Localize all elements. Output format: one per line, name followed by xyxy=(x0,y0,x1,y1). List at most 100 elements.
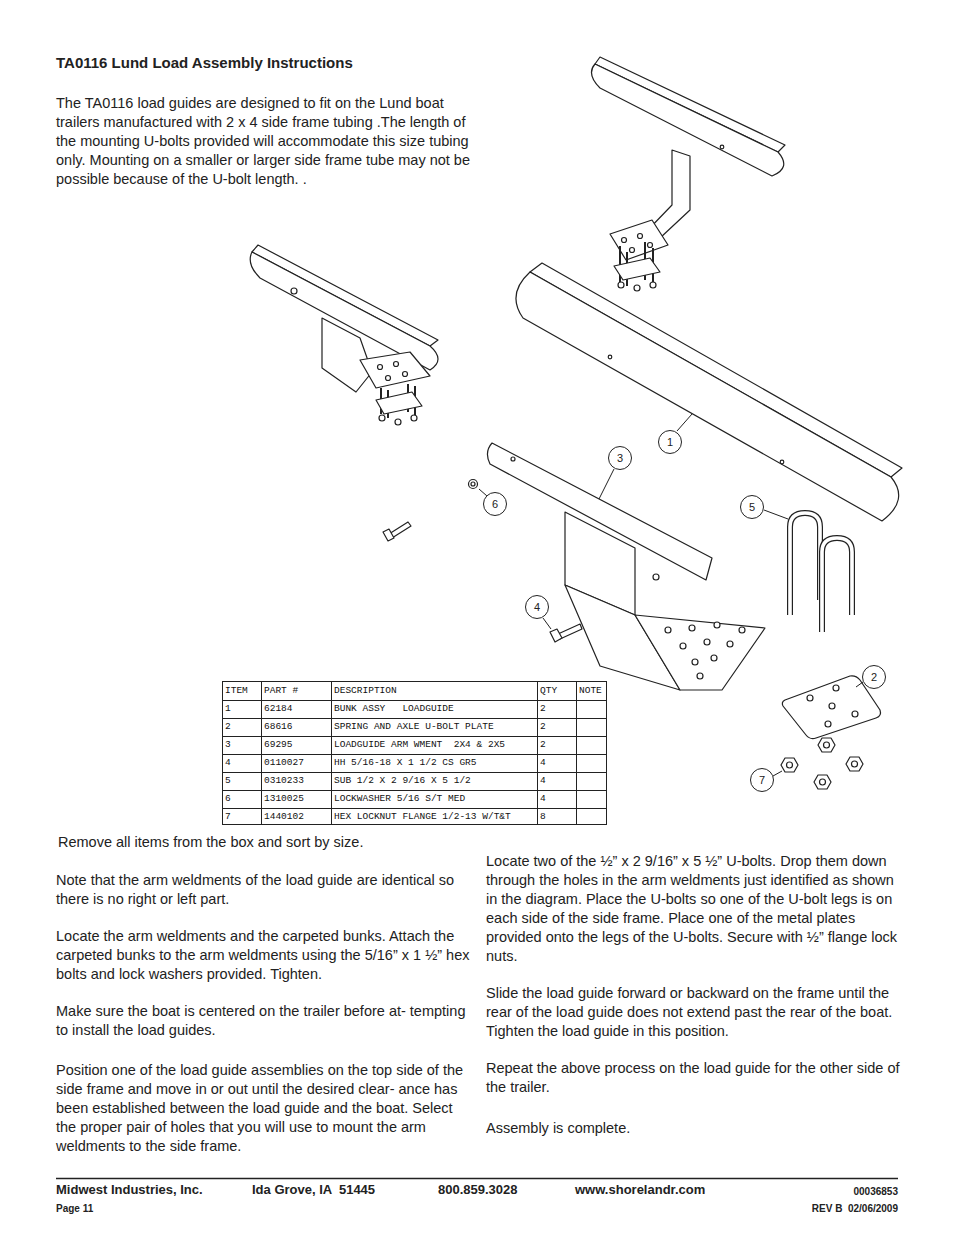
table-cell: 8 xyxy=(540,811,546,823)
hole xyxy=(386,376,391,381)
instruction-text: Assembly is complete. xyxy=(486,1119,901,1138)
arm-foot xyxy=(360,352,430,388)
nut xyxy=(395,419,401,425)
bolt-hole xyxy=(608,355,612,359)
footer-address: Ida Grove, IA 51445 xyxy=(252,1182,375,1198)
callout-circle: 4 xyxy=(525,595,549,619)
callout-circle: 3 xyxy=(608,446,632,470)
table-cell: HH 5/16-18 X 1 1/2 CS GR5 xyxy=(334,757,477,769)
table-cell: 2 xyxy=(540,721,546,733)
bolt-hole xyxy=(780,460,784,464)
nut xyxy=(634,285,640,291)
table-cell: HEX LOCKNUT FLANGE 1/2-13 W/T&T xyxy=(334,811,511,823)
table-cell: 4 xyxy=(540,793,546,805)
table-cell: 0110027 xyxy=(264,757,304,769)
table-cell: 1 xyxy=(225,703,231,715)
bolt-hole xyxy=(720,145,724,149)
assembled-guide-left xyxy=(250,245,438,425)
hole xyxy=(630,248,635,253)
callout-number: 6 xyxy=(492,498,498,510)
instruction-text: Make sure the boat is centered on the tr… xyxy=(56,1002,471,1040)
footer-url: www.shorelandr.com xyxy=(575,1182,705,1198)
arm-foot xyxy=(635,615,765,690)
arm-foot xyxy=(610,220,668,260)
hole xyxy=(394,362,399,367)
instruction-text: Remove all items from the box and sort b… xyxy=(58,833,473,852)
revision-date: REV B 02/06/2009 xyxy=(698,1202,898,1215)
arm-web xyxy=(322,318,372,392)
page-number: Page 11 xyxy=(56,1202,93,1215)
hex-bolts xyxy=(383,522,582,642)
callout-number: 3 xyxy=(617,452,623,464)
instruction-text: Locate two of the ½” x 2 9/16” x 5 ½” U-… xyxy=(486,852,901,966)
instruction-text: Locate the arm weldments and the carpete… xyxy=(56,927,471,984)
callout-circle: 5 xyxy=(740,495,764,519)
instruction-text: Repeat the above process on the load gui… xyxy=(486,1059,901,1097)
table-cell: 0310233 xyxy=(264,775,304,787)
table-cell: 5 xyxy=(225,775,231,787)
u-bolt-plate xyxy=(614,258,660,280)
instruction-text: Slide the load guide forward or backward… xyxy=(486,984,901,1041)
bunk-top xyxy=(530,263,902,477)
hole xyxy=(403,372,408,377)
callout-number: 4 xyxy=(534,601,540,613)
parts-table-grid xyxy=(223,682,607,825)
table-header: QTY xyxy=(540,685,557,697)
arm-weldment-exploded xyxy=(487,443,765,690)
hole xyxy=(648,243,653,248)
page-title: TA0116 Lund Load Assembly Instructions xyxy=(56,53,353,72)
lock-nuts xyxy=(781,738,863,789)
callout-circle: 2 xyxy=(862,665,886,689)
table-cell: 68616 xyxy=(264,721,293,733)
table-header: NOTE xyxy=(579,685,602,697)
table-cell: BUNK ASSY LOADGUIDE xyxy=(334,703,454,715)
table-cell: 62184 xyxy=(264,703,293,715)
bunk-face xyxy=(516,272,899,521)
table-header: ITEM xyxy=(225,685,248,697)
intro-paragraph: The TA0116 load guides are designed to f… xyxy=(56,94,471,189)
bunk-top xyxy=(595,57,785,152)
table-cell: 69295 xyxy=(264,739,293,751)
callout-number: 2 xyxy=(871,671,877,683)
hole xyxy=(638,234,643,239)
table-cell: 4 xyxy=(540,757,546,769)
u-bolts xyxy=(790,513,852,632)
table-cell: 2 xyxy=(225,721,231,733)
table-cell: 3 xyxy=(225,739,231,751)
callout-circle: 6 xyxy=(483,492,507,516)
footer-phone: 800.859.3028 xyxy=(438,1182,518,1198)
table-header: PART # xyxy=(264,685,298,697)
hole xyxy=(378,365,383,370)
leader-lines xyxy=(479,414,863,776)
callout-number: 5 xyxy=(749,501,755,513)
table-cell: 2 xyxy=(540,703,546,715)
table-cell: SUB 1/2 X 2 9/16 X 5 1/2 xyxy=(334,775,471,787)
table-cell: LOADGUIDE ARM WMENT 2X4 & 2X5 xyxy=(334,739,505,751)
table-cell: 7 xyxy=(225,811,231,823)
table-cell: 4 xyxy=(225,757,231,769)
bolt-hole xyxy=(511,457,515,461)
table-cell: 1310025 xyxy=(264,793,304,805)
nut xyxy=(379,415,385,421)
callout-circle: 1 xyxy=(658,430,682,454)
table-cell: LOCKWASHER 5/16 S/T MED xyxy=(334,793,465,805)
lock-washer xyxy=(469,480,478,489)
nut xyxy=(411,415,417,421)
foot-holes xyxy=(665,622,745,679)
table-cell: 6 xyxy=(225,793,231,805)
callout-number: 1 xyxy=(667,436,673,448)
assembled-guide-upper xyxy=(591,57,785,291)
nut xyxy=(650,282,656,288)
callout-circle: 7 xyxy=(750,768,774,792)
bolt-hole xyxy=(653,574,659,580)
arm-strip xyxy=(487,443,712,580)
footer-company: Midwest Industries, Inc. xyxy=(56,1182,203,1198)
hole xyxy=(622,238,627,243)
table-cell: 4 xyxy=(540,775,546,787)
document-number: 00036853 xyxy=(748,1185,898,1198)
instruction-text: Note that the arm weldments of the load … xyxy=(56,871,471,909)
bolt-head xyxy=(291,288,297,294)
nut xyxy=(618,282,624,288)
u-bolt-plate xyxy=(376,392,422,414)
